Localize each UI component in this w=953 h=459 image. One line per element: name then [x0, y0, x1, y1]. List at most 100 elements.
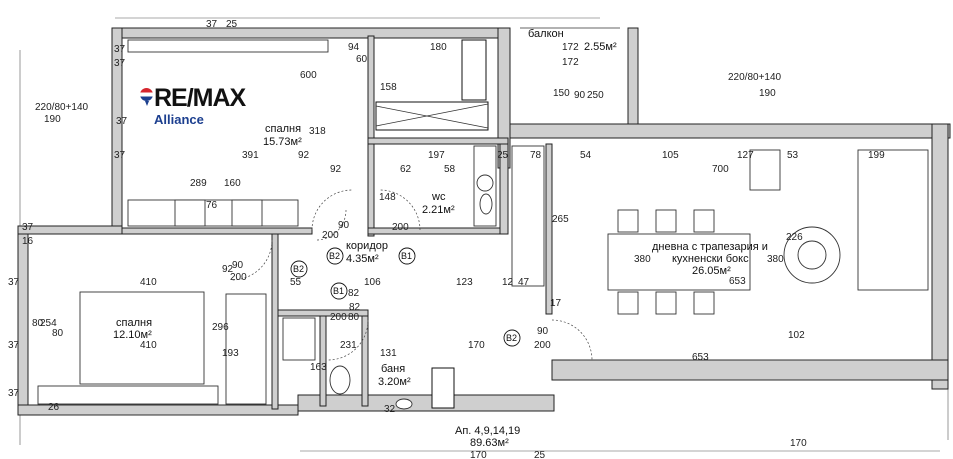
wall-bath-right: [361, 315, 369, 407]
svg-text:200: 200: [330, 312, 347, 323]
svg-text:76: 76: [206, 200, 218, 211]
svg-text:92: 92: [222, 264, 234, 275]
svg-text:318: 318: [309, 126, 326, 137]
wall-kitchen-divider: [499, 143, 509, 235]
svg-text:148: 148: [379, 192, 396, 203]
svg-text:58: 58: [444, 164, 456, 175]
svg-text:37: 37: [114, 44, 126, 55]
svg-text:200: 200: [392, 222, 409, 233]
corridor-name: коридор: [346, 240, 388, 252]
bath-area: 3.20м²: [378, 376, 411, 388]
wall-bottom-mid: [297, 394, 555, 412]
sink-bath: [395, 398, 413, 410]
svg-text:25: 25: [226, 19, 238, 30]
svg-text:200: 200: [534, 340, 551, 351]
apartment-area: 89.63м²: [470, 437, 509, 449]
kitchen-counter: [511, 145, 545, 287]
svg-text:190: 190: [759, 88, 776, 99]
balcony-area: 2.55м²: [584, 41, 617, 53]
svg-text:163: 163: [310, 362, 327, 373]
wall-wc-top: [367, 137, 509, 145]
wall-bedroom-top-bottom: [121, 227, 313, 235]
door-swing-6: [315, 209, 347, 241]
wall-bedroom-right: [271, 233, 279, 410]
svg-text:220/80+140: 220/80+140: [35, 102, 89, 113]
dimension-labels: 37 25 37 94 60 180 172 172 37 600 158 15…: [8, 19, 885, 459]
svg-text:265: 265: [552, 214, 569, 225]
svg-text:190: 190: [44, 114, 61, 125]
svg-text:12: 12: [502, 277, 514, 288]
svg-text:131: 131: [380, 348, 397, 359]
svg-text:200: 200: [230, 272, 247, 283]
wardrobe-bottom: [225, 293, 267, 405]
toilet-bath: [329, 365, 351, 395]
wall-living-top: [509, 123, 951, 139]
svg-text:37: 37: [114, 150, 126, 161]
svg-text:150: 150: [553, 88, 570, 99]
bedroom-bottom-area: 12.10м²: [113, 329, 152, 341]
door-swing-5: [551, 319, 593, 361]
shaft-bath: [431, 367, 455, 409]
svg-text:102: 102: [788, 330, 805, 341]
wall-wc-bottom: [367, 227, 509, 235]
living-area: 26.05м²: [692, 265, 731, 277]
bedroom-bottom-name: спалня: [116, 317, 152, 329]
svg-text:410: 410: [140, 340, 157, 351]
svg-text:82: 82: [349, 302, 361, 313]
svg-text:380: 380: [634, 254, 651, 265]
svg-text:180: 180: [430, 42, 447, 53]
door-tag: B1: [398, 247, 416, 265]
svg-text:193: 193: [222, 348, 239, 359]
shaft-mid: [375, 101, 489, 131]
svg-text:197: 197: [428, 150, 445, 161]
svg-text:391: 391: [242, 150, 259, 161]
svg-text:37: 37: [8, 340, 20, 351]
svg-text:92: 92: [298, 150, 310, 161]
svg-text:54: 54: [580, 150, 592, 161]
wardrobe-top: [127, 39, 329, 53]
apartment-id: Ап. 4,9,14,19: [455, 425, 520, 437]
door-tag: B2: [326, 247, 344, 265]
svg-text:90: 90: [338, 220, 350, 231]
wall-bath-left: [319, 315, 327, 407]
brand-tagline: Alliance: [154, 112, 204, 127]
svg-text:220/80+140: 220/80+140: [728, 72, 782, 83]
svg-text:60: 60: [356, 54, 368, 65]
shaft-top: [461, 39, 487, 101]
svg-text:37: 37: [114, 58, 126, 69]
svg-text:410: 410: [140, 277, 157, 288]
svg-text:250: 250: [587, 90, 604, 101]
svg-text:B1: B1: [333, 286, 344, 296]
svg-text:80: 80: [52, 328, 64, 339]
svg-text:653: 653: [692, 352, 709, 363]
svg-text:B2: B2: [293, 264, 304, 274]
wc-name: wc: [431, 191, 446, 203]
svg-text:37: 37: [22, 222, 34, 233]
svg-text:123: 123: [456, 277, 473, 288]
svg-text:380: 380: [767, 254, 784, 265]
bedroom-top-name: спалня: [265, 123, 301, 135]
svg-text:90: 90: [537, 326, 549, 337]
wall-balcony-right: [627, 27, 639, 139]
svg-text:32: 32: [384, 404, 396, 415]
brand-name: RE/MAX: [154, 84, 246, 112]
svg-text:700: 700: [712, 164, 729, 175]
svg-text:600: 600: [300, 70, 317, 81]
svg-text:37: 37: [116, 116, 128, 127]
svg-text:90: 90: [574, 90, 586, 101]
svg-text:78: 78: [530, 150, 542, 161]
toilet-wc: [479, 193, 493, 215]
svg-text:80: 80: [32, 318, 44, 329]
bedroom-top-area: 15.73м²: [263, 136, 302, 148]
svg-text:26: 26: [48, 402, 60, 413]
svg-text:53: 53: [787, 150, 799, 161]
svg-text:16: 16: [22, 236, 34, 247]
door-tag: B1: [330, 282, 348, 300]
svg-text:172: 172: [562, 57, 579, 68]
svg-text:80: 80: [348, 312, 360, 323]
svg-text:254: 254: [40, 318, 57, 329]
svg-text:199: 199: [868, 150, 885, 161]
door-tag: B2: [503, 329, 521, 347]
wc-area: 2.21м²: [422, 204, 455, 216]
